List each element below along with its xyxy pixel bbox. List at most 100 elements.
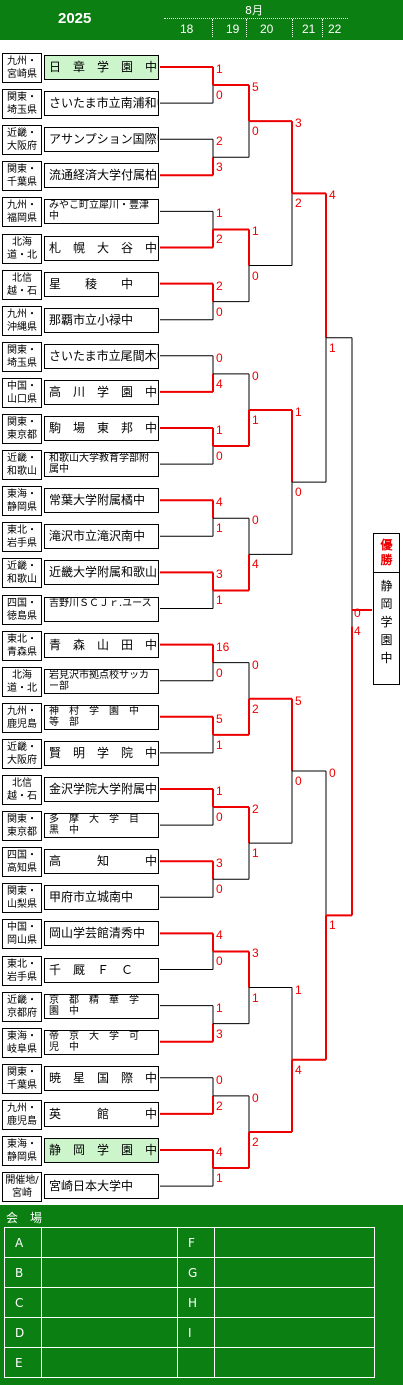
venue-title: 会 場	[6, 1211, 43, 1225]
score: 0	[295, 773, 302, 788]
score: 0	[252, 268, 259, 283]
score: 2	[295, 196, 302, 211]
score: 1	[216, 784, 223, 798]
team-name: さいたま市立南浦和中	[44, 91, 159, 117]
score: 0	[216, 954, 223, 969]
team-region: 東北・青森県	[2, 630, 42, 661]
bracket-lines	[160, 66, 372, 1187]
team-region: 関東・埼玉県	[2, 341, 42, 372]
header-bar: 2025 8月 18 19 20 21 22	[0, 0, 403, 40]
team-region: 近畿・和歌山	[2, 558, 42, 589]
team-name: 駒 場 東 邦 中	[44, 416, 159, 441]
team-name: 札 幌 大 谷 中	[44, 235, 159, 261]
score: 4	[354, 624, 361, 638]
score: 4	[252, 557, 259, 572]
team-name: 賢 明 学 院 中	[44, 740, 159, 766]
score: 4	[329, 188, 336, 203]
team-name: 吉野川ＳＣＪｒ.ユース	[44, 596, 159, 622]
score: 0	[216, 304, 223, 319]
team-region: 関東・山梨県	[2, 883, 42, 914]
score: 0	[216, 882, 223, 897]
team-region: 関東・東京都	[2, 811, 42, 842]
score: 2	[216, 278, 223, 293]
score: 2	[252, 701, 259, 716]
team-name: 青 森 山 田 中	[44, 632, 159, 658]
score: 1	[252, 412, 259, 427]
score: 1	[216, 423, 223, 437]
score: 0	[354, 606, 361, 620]
score: 1	[295, 404, 302, 419]
score: 0	[216, 665, 223, 680]
team-region: 北海道・北	[2, 666, 42, 697]
team-name: 甲府市立城南中	[44, 885, 159, 911]
score: 1	[329, 918, 336, 933]
score: 1	[216, 521, 223, 536]
team-region: 東北・岩手県	[2, 955, 42, 986]
score: 5	[252, 80, 259, 95]
team-name: 那覇市立小禄中	[44, 307, 159, 333]
team-name: 近畿大学附属和歌山中	[44, 560, 159, 586]
team-name: 京 都 精 華 学 園 中	[44, 993, 159, 1019]
score: 3	[216, 1026, 223, 1041]
team-region: 東北・岩手県	[2, 522, 42, 553]
month-label: 8月	[245, 4, 263, 17]
score: 4	[216, 1145, 223, 1159]
team-region: 東海・岐阜県	[2, 1027, 42, 1058]
score: 1	[216, 1171, 223, 1186]
score: 4	[216, 376, 223, 391]
team-region: 開催地/宮崎	[2, 1172, 42, 1203]
score: 0	[252, 657, 259, 672]
score: 1	[216, 593, 223, 608]
score: 2	[216, 134, 223, 149]
team-name: 帝 京 大 学 可 児 中	[44, 1029, 159, 1055]
score: 1	[216, 62, 223, 76]
team-name: 神 村 学 園 中 等 部	[44, 704, 159, 730]
team-name: 星 稜 中	[44, 271, 159, 297]
score: 0	[216, 810, 223, 825]
team-name: 宮崎日本大学中	[44, 1174, 159, 1200]
team-region: 北信越・石	[2, 775, 42, 805]
venue-row: E	[4, 1347, 375, 1378]
team-name: さいたま市立尾間木中	[44, 343, 159, 369]
score: 0	[216, 88, 223, 103]
team-region: 近畿・大阪府	[2, 125, 42, 156]
team-name: 常葉大学附属橘中	[44, 488, 159, 514]
team-region: 九州・沖縄県	[2, 305, 42, 336]
score: 1	[252, 224, 259, 239]
date-label: 20	[260, 22, 274, 36]
score: 1	[329, 340, 336, 355]
score: 1	[216, 206, 223, 221]
team-region: 近畿・和歌山	[2, 450, 42, 481]
team-name: 高 川 学 園 中	[44, 379, 159, 405]
team-name: 英 館 中	[44, 1101, 159, 1127]
score: 0	[252, 368, 259, 383]
team-name: 和歌山大学教育学部附属中	[44, 452, 159, 478]
team-region: 関東・千葉県	[2, 1063, 42, 1094]
team-name: 滝沢市立滝沢南中	[44, 524, 159, 550]
score: 3	[216, 567, 223, 582]
team-name: 日 章 学 園 中	[44, 55, 159, 80]
score: 2	[252, 1134, 259, 1149]
team-region: 北信越・石	[2, 269, 42, 300]
score: 2	[252, 802, 259, 817]
winner-team: 静岡学園中	[380, 579, 393, 665]
team-name: 岩見沢市拠点校サッカー部	[44, 668, 159, 694]
score: 1	[216, 1000, 223, 1015]
team-region: 中国・山口県	[2, 377, 42, 408]
winner-box: 優勝 静岡学園中	[373, 533, 400, 685]
year-label: 2025	[58, 10, 92, 27]
score: 4	[216, 495, 223, 510]
score: 2	[216, 232, 223, 247]
team-name: みやこ町立犀川・豊津中	[44, 199, 159, 225]
team-region: 東海・静岡県	[2, 1136, 42, 1166]
score: 0	[252, 124, 259, 139]
team-name: 千 厩 Ｆ Ｃ	[44, 957, 159, 983]
team-region: 中国・岡山県	[2, 919, 42, 950]
team-region: 九州・鹿児島	[2, 702, 42, 733]
team-region: 九州・宮崎県	[2, 53, 42, 83]
team-region: 九州・福岡県	[2, 197, 42, 228]
